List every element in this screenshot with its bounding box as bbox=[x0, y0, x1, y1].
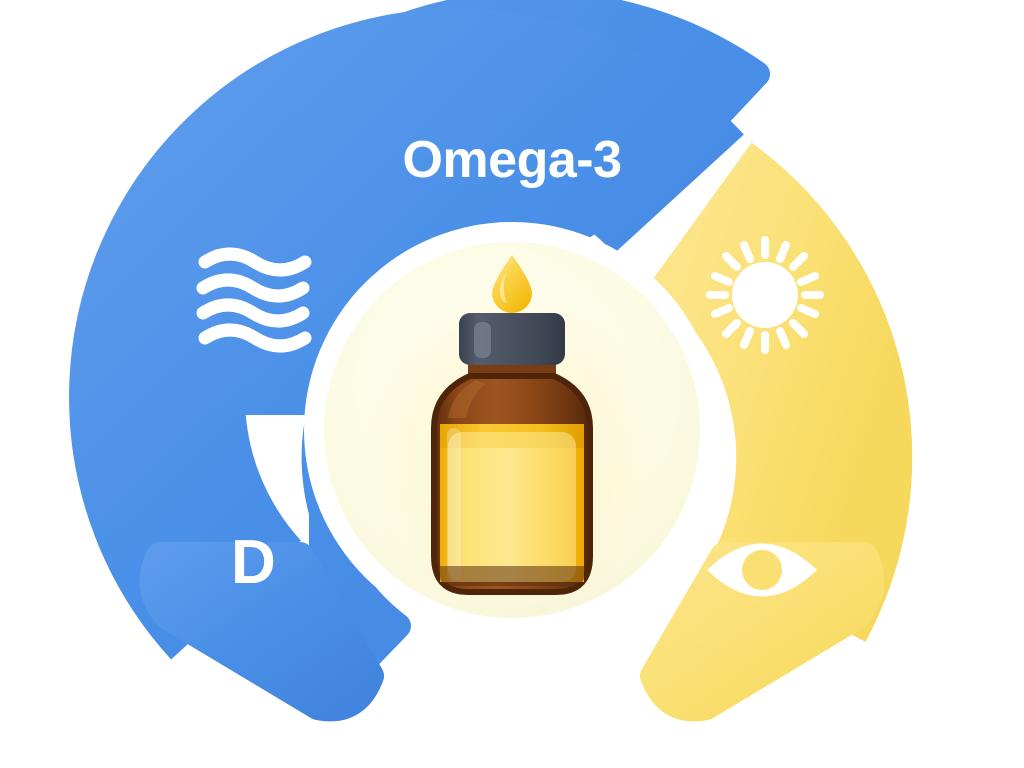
waves-icon bbox=[196, 247, 312, 353]
eye-icon bbox=[707, 543, 817, 597]
sun-icon bbox=[706, 236, 824, 354]
bottle-oil bbox=[440, 424, 584, 582]
vitamin-arc-tail-round bbox=[640, 542, 885, 722]
omega3-arc-band bbox=[69, 8, 744, 660]
dropper-bottle-icon bbox=[431, 313, 593, 595]
bottle-bottom-shadow bbox=[440, 566, 584, 586]
page-title: Omega-3 bbox=[402, 131, 621, 189]
bottle-shoulder-highlight bbox=[448, 380, 486, 418]
omega3-arc-tail-round bbox=[139, 542, 384, 722]
omega3-arc-segment[interactable] bbox=[69, 0, 770, 722]
letter-d-icon: D bbox=[231, 528, 276, 597]
oil-droplet-icon bbox=[492, 255, 532, 313]
bottle-cap-highlight bbox=[474, 322, 491, 358]
